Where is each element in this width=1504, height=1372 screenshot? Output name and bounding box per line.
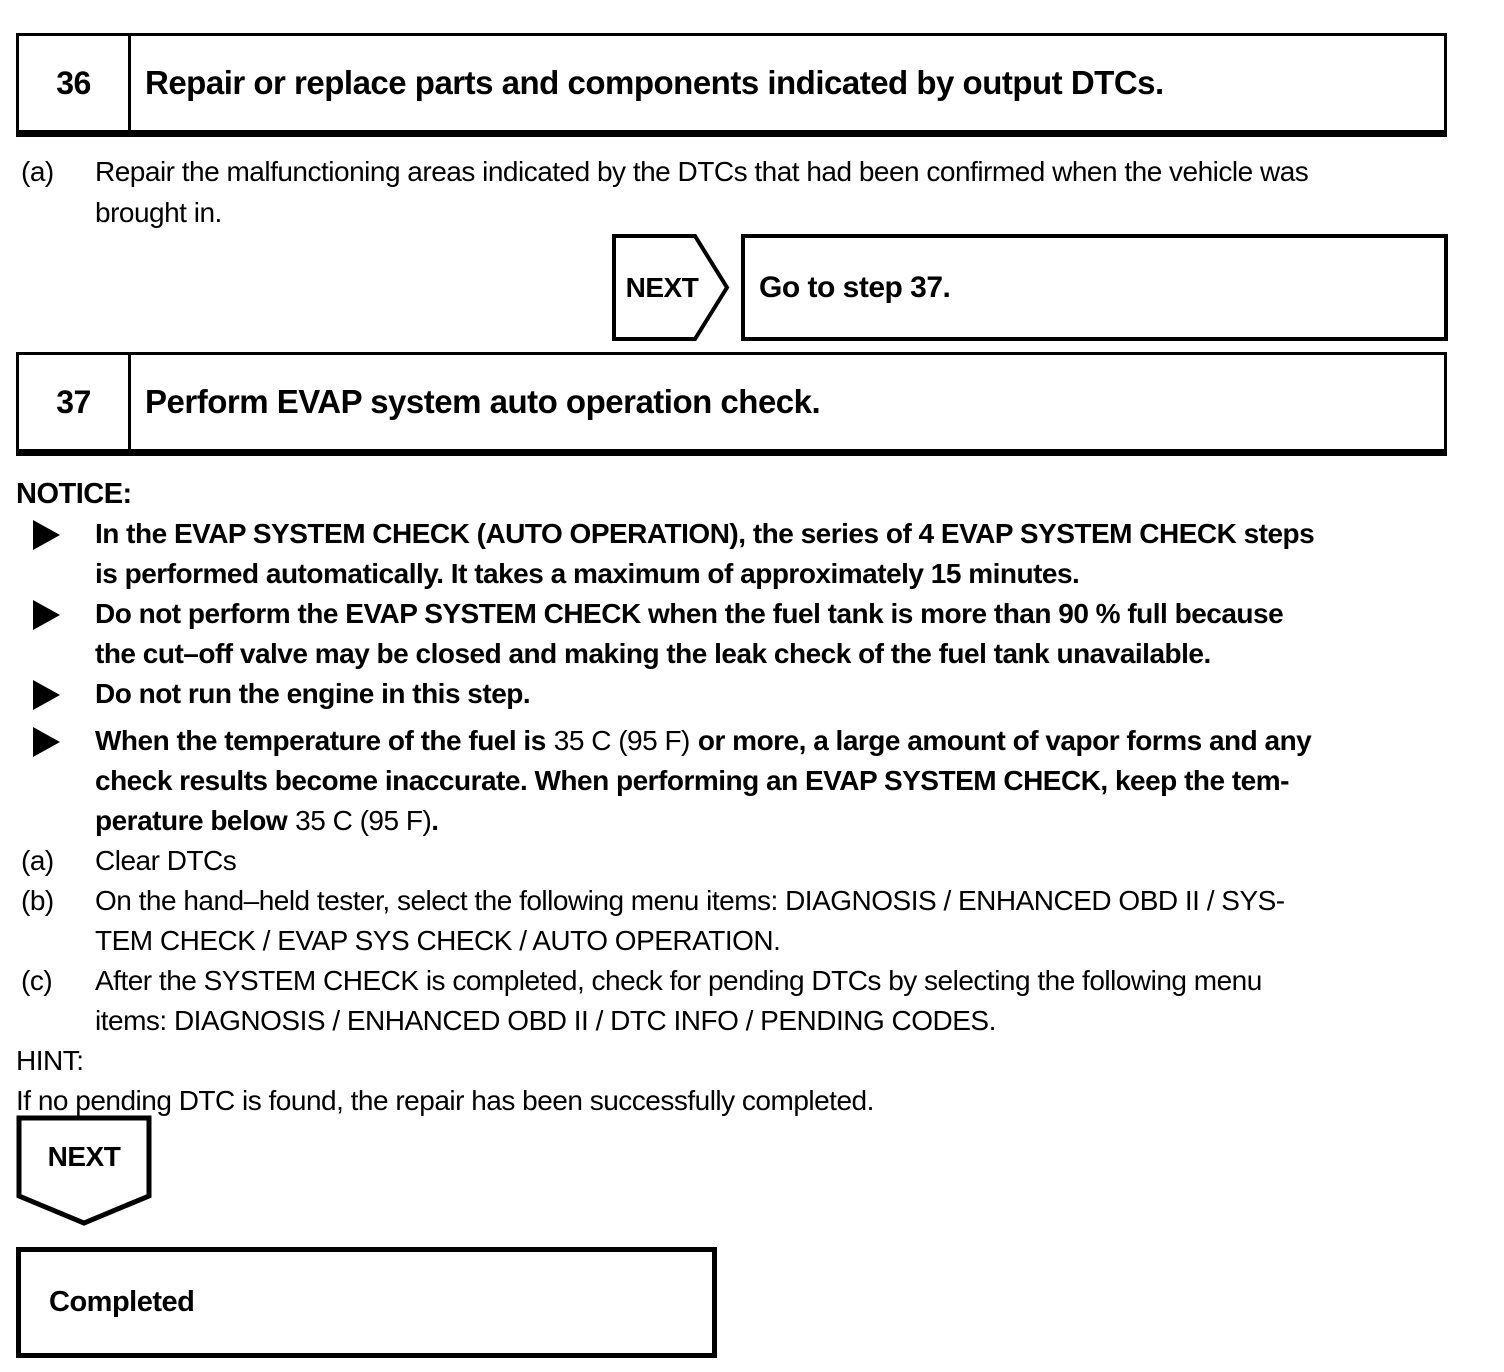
right-triangle-icon: [33, 727, 60, 757]
right-triangle-icon: [33, 600, 60, 630]
notice-bullet-line: Do not run the engine in this step.: [95, 678, 531, 709]
notice-bullet: Do not run the engine in this step.: [16, 674, 1452, 721]
goto-step-box: Go to step 37.: [741, 234, 1448, 341]
completed-box: Completed: [16, 1247, 717, 1358]
notice-bullet: In the EVAP SYSTEM CHECK (AUTO OPERATION…: [16, 514, 1452, 594]
temperature-value: 35 C (95 F): [295, 805, 432, 836]
substep-line: TEM CHECK / EVAP SYS CHECK / AUTO OPERAT…: [95, 925, 781, 956]
step-36-substep-a: (a) Repair the malfunctioning areas indi…: [16, 151, 1452, 233]
substep-a: (a) Clear DTCs: [16, 841, 1452, 881]
temperature-value: 35 C (95 F): [553, 725, 691, 756]
hint-text: If no pending DTC is found, the repair h…: [16, 1085, 874, 1116]
substep-label: (c): [21, 965, 53, 996]
step-37-body: NOTICE: In the EVAP SYSTEM CHECK (AUTO O…: [16, 474, 1452, 1121]
step-36-number: 36: [19, 36, 131, 130]
notice-bullet-line: check results become inaccurate. When pe…: [95, 765, 1289, 796]
substep-label: (a): [21, 845, 54, 876]
substep-c: (c) After the SYSTEM CHECK is completed,…: [16, 961, 1452, 1041]
substep-label: (a): [21, 156, 54, 187]
substep-b: (b) On the hand–held tester, select the …: [16, 881, 1452, 961]
notice-bullet-line: Do not perform the EVAP SYSTEM CHECK whe…: [95, 598, 1284, 629]
notice-heading: NOTICE:: [16, 478, 132, 510]
substep-line: Repair the malfunctioning areas indicate…: [95, 156, 1309, 187]
right-triangle-icon: [33, 520, 60, 550]
next-arrow-label: NEXT: [625, 271, 699, 303]
step-37-title: Perform EVAP system auto operation check…: [145, 383, 821, 420]
step-37-header: 37 Perform EVAP system auto operation ch…: [16, 352, 1447, 456]
substep-line: Clear DTCs: [95, 845, 237, 876]
next-result-row: NEXT Go to step 37.: [612, 234, 1448, 341]
completed-label: Completed: [49, 1286, 195, 1318]
pentagon-arrow-down-icon: NEXT: [16, 1115, 152, 1227]
goto-step-text: Go to step 37.: [759, 270, 951, 304]
substep-line: After the SYSTEM CHECK is completed, che…: [95, 965, 1262, 996]
right-triangle-icon: [33, 680, 60, 710]
step-36-title: Repair or replace parts and components i…: [145, 64, 1164, 101]
pentagon-arrow-right-icon: NEXT: [612, 234, 730, 341]
substep-line: brought in.: [95, 197, 222, 228]
next-arrow-label: NEXT: [47, 1141, 121, 1172]
step-36-header: 36 Repair or replace parts and component…: [16, 33, 1447, 137]
notice-bullet-line: In the EVAP SYSTEM CHECK (AUTO OPERATION…: [95, 518, 1315, 549]
hint-heading: HINT:: [16, 1045, 84, 1076]
notice-bullet: Do not perform the EVAP SYSTEM CHECK whe…: [16, 594, 1452, 674]
substep-line: items: DIAGNOSIS / ENHANCED OBD II / DTC…: [95, 1005, 996, 1036]
substep-label: (b): [21, 885, 54, 916]
substep-line: On the hand–held tester, select the foll…: [95, 885, 1285, 916]
notice-bullet-line: the cut–off valve may be closed and maki…: [95, 638, 1211, 669]
step-37-number: 37: [19, 355, 131, 449]
notice-bullet-line: is performed automatically. It takes a m…: [95, 558, 1080, 589]
